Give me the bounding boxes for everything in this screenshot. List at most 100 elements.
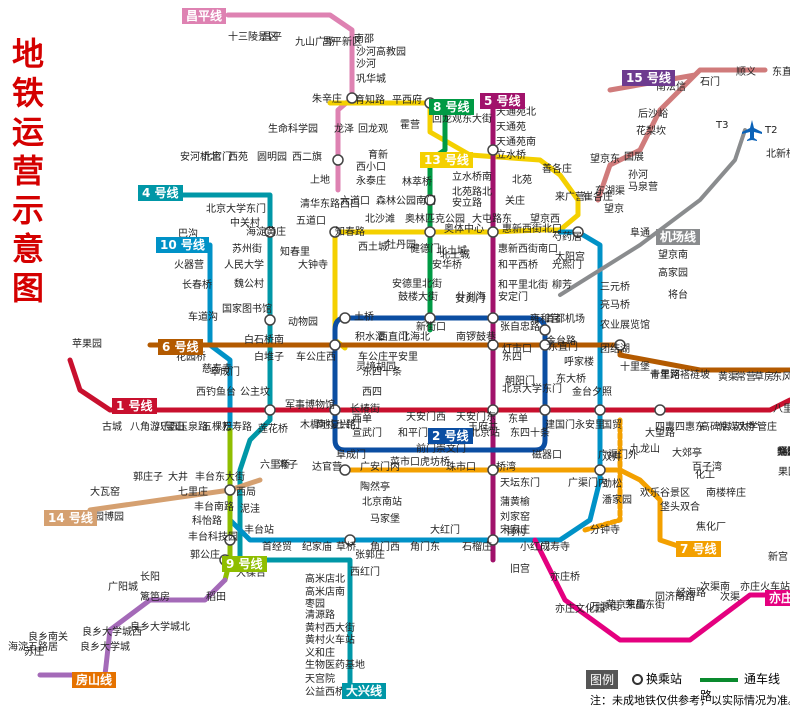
station-label: 莲花桥 [258, 422, 288, 435]
station-label: 管庄 [757, 420, 777, 433]
station-label: 国贸 [602, 419, 622, 431]
station-label: 惠新西街南口 [498, 242, 558, 255]
station-label: 经海路 [676, 586, 706, 599]
line-badge-l7: 7 号线 [676, 541, 721, 557]
station-label: 古城 [102, 420, 122, 433]
transfer-ring [487, 404, 499, 416]
station-label: 青年路 [650, 368, 680, 381]
transfer-ring [424, 312, 436, 324]
station-label: 北京南站 [362, 495, 402, 508]
station-label: 崇文门 [436, 442, 466, 455]
station-label: 天安门东 [456, 410, 496, 423]
title-char: 地 [11, 35, 44, 73]
station-label: 白堆子 [254, 350, 284, 363]
station-label: 新宫 [768, 550, 788, 563]
station-label: 角门东 [410, 540, 440, 553]
station-label: 丰台站 [244, 523, 274, 536]
station-label: 焦化厂 [696, 520, 726, 533]
station-label: 角门西 [370, 540, 400, 553]
station-label: 上地 [310, 173, 330, 186]
station-label: 大屯路东 [472, 212, 512, 225]
station-label: 火器营 [174, 258, 204, 271]
transfer-ring [539, 339, 551, 351]
title-char: 运 [11, 113, 44, 151]
station-label: 苏州街 [232, 242, 262, 255]
station-label: 木樨地 [300, 418, 330, 431]
station-label: 和平西桥 [498, 259, 538, 271]
station-label: 宣武门 [352, 426, 382, 439]
station-label: 大井 [168, 470, 188, 483]
airport-plane-icon [742, 120, 762, 141]
station-label: 国展 [624, 151, 644, 163]
station-label: 欢乐谷景区 [640, 486, 690, 499]
station-label: 草房 [754, 370, 774, 383]
through-line-icon [700, 677, 738, 682]
station-label: 义和庄 [305, 646, 335, 659]
station-label: 东风北桥 [772, 370, 790, 383]
station-label: 生命科学园 [268, 122, 318, 135]
station-label: 草桥 [336, 541, 356, 553]
station-label: 生物医药基地 [305, 658, 365, 671]
station-label: 同济南路 [655, 590, 695, 603]
station-label: 东四 [502, 350, 522, 363]
station-label: 成寿寺 [540, 540, 570, 553]
station-label: 万寿路 [222, 420, 252, 433]
line-7-extension [582, 417, 623, 533]
station-label: 天通苑南 [496, 135, 536, 148]
station-label: 王府井 [468, 420, 498, 433]
station-label: 磁器口 [532, 448, 562, 461]
transfer-ring [339, 312, 351, 324]
station-label: 常营 [736, 370, 756, 383]
station-label: 石榴庄 [462, 540, 492, 553]
station-label: 通州北苑 [778, 445, 790, 458]
station-label: 东四十条 [510, 426, 550, 439]
transfer-ring [346, 92, 358, 104]
station-label: 立水桥 [496, 148, 526, 161]
station-label: 石门 [700, 75, 720, 88]
station-label: 南锣鼓巷 [456, 330, 496, 343]
transfer-ring [424, 194, 436, 206]
station-label: 北京大学东门 [502, 382, 562, 395]
station-label: 高家园 [658, 266, 688, 279]
line-badge-l9: 9 号线 [222, 556, 267, 572]
station-label: 天安门西 [406, 410, 446, 423]
station-label: 西红门 [350, 565, 380, 578]
transfer-ring [487, 144, 499, 156]
station-label: 巩华城 [356, 72, 386, 85]
station-label: 分钟寺 [590, 523, 620, 536]
station-label: 临河里 [777, 445, 790, 458]
station-label: 十里堡 [620, 360, 650, 373]
station-label: 育知路 [355, 93, 385, 106]
station-label: 良乡南关 [28, 630, 68, 643]
line-badge-l10: 10 号线 [156, 237, 209, 253]
transfer-ring [329, 226, 341, 238]
station-label: 崔各庄 [583, 190, 613, 203]
station-label: 回龙观东大街 [432, 112, 492, 125]
station-label: 首都机场 [545, 312, 585, 325]
station-label: 泥洼 [240, 502, 260, 515]
line-badge-l13: 13 号线 [420, 152, 473, 168]
station-label: 丰台科技园 [188, 530, 238, 543]
station-label: 广阳城 [108, 581, 138, 593]
line-7 [342, 467, 693, 553]
transfer-ring [339, 464, 351, 476]
station-label: 慈寿寺 [202, 362, 232, 375]
station-label: 八角游乐园 [130, 420, 180, 433]
line-badge-l8: 8 号线 [429, 99, 474, 115]
disclaimer-note: 注：未成地铁仅供参考，以实际情况为准。 [590, 694, 790, 707]
station-label: 西二旗 [292, 150, 322, 163]
station-label: 新街口 [416, 320, 446, 333]
station-label: 安贞门 [455, 292, 485, 305]
station-label: 张自忠路 [500, 320, 540, 333]
station-label: 大钟寺 [298, 258, 328, 271]
station-label: 车道沟 [188, 310, 218, 323]
station-label: 顺义 [736, 66, 756, 78]
station-label: 园博园 [94, 510, 124, 523]
station-label: 北京大学东门 [206, 202, 266, 215]
station-label: 虎坊桥 [420, 455, 450, 468]
station-label: 果园 [778, 466, 790, 478]
station-label: 东直门 [548, 340, 578, 353]
station-label: 牡丹园 [386, 238, 416, 251]
station-label: 劲松 [602, 477, 622, 490]
